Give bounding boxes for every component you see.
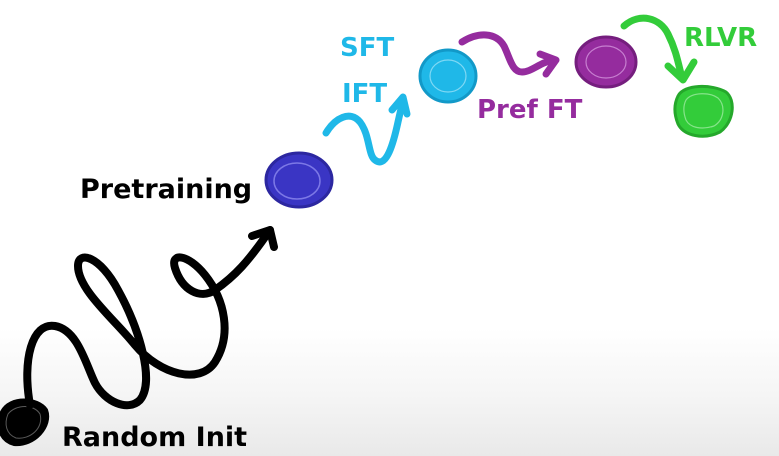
label-pretraining: Pretraining [80,174,252,205]
sft-ift-node [418,48,478,104]
random-init-node-highlight [5,406,42,439]
random-init-node [0,398,50,447]
sft-ift-node-highlight [429,59,467,93]
arrowhead-rlvr [664,58,698,84]
pref-ft-node-highlight [585,45,627,79]
path-random-init-to-pretraining [23,226,274,410]
path-sft-to-pref-ft [458,31,558,76]
label-sft: SFT [340,33,394,63]
stage-random-init: Random Init [0,226,278,453]
pref-ft-node [574,35,638,89]
pretraining-node-highlight [273,162,321,200]
label-random-init: Random Init [62,422,247,453]
path-pretraining-to-sft [322,96,407,166]
arrowhead-sft [388,93,411,118]
path-pref-ft-to-rlvr [620,14,686,82]
arrowhead-pref-ft [536,50,560,78]
arrowhead-random-init [248,226,278,251]
stage-pretraining: Pretraining [80,151,334,209]
stage-pref-ft: Pref FT [458,31,638,125]
label-pref-ft: Pref FT [477,95,583,125]
stage-rlvr: RLVR [620,14,757,138]
rlvr-node-highlight [683,93,724,129]
stage-sft-ift: SFT IFT [322,33,478,166]
label-ift: IFT [342,79,387,109]
label-rlvr: RLVR [684,23,757,53]
